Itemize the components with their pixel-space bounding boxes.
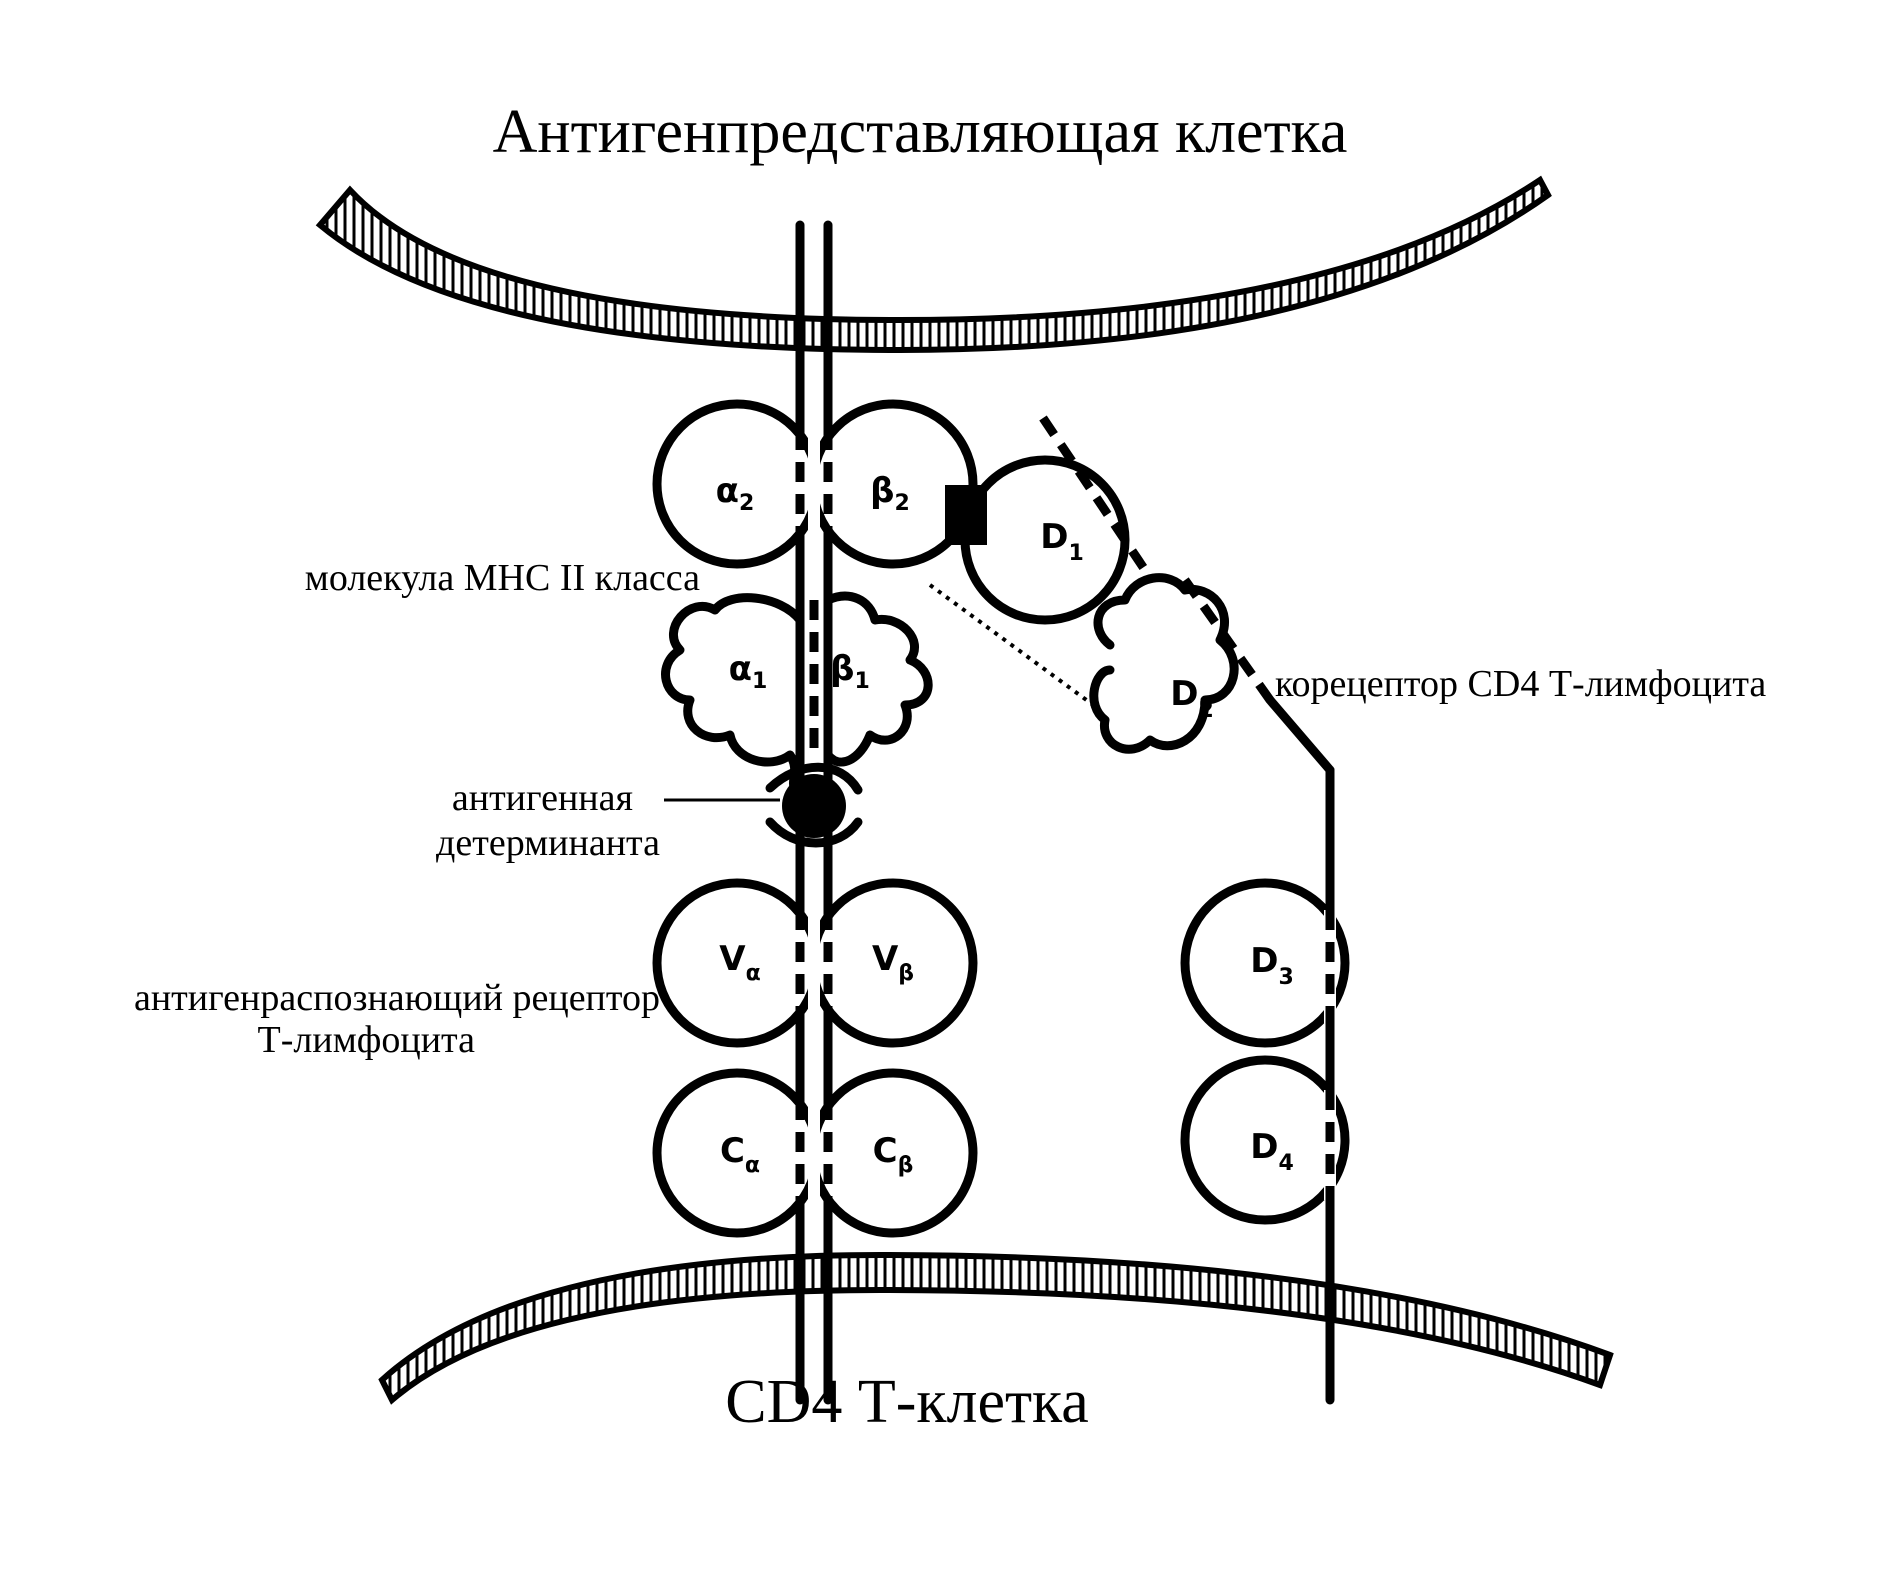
mhc-alpha1-domain — [661, 593, 805, 795]
apc-membrane — [315, 175, 1552, 354]
antigen-determinant — [664, 762, 863, 848]
cd4-mhc-contact — [945, 485, 987, 545]
label-d3: D3 — [1250, 941, 1294, 990]
label-d4: D4 — [1250, 1127, 1294, 1176]
label-d1: D1 — [1040, 517, 1084, 566]
label-tcr-line1: антигенраспознающий рецептор — [134, 977, 660, 1019]
label-antigen-line2: детерминанта — [436, 822, 660, 864]
label-coreceptor: корецептор CD4 Т-лимфоцита — [1275, 663, 1766, 705]
label-c-alpha: Cα — [720, 1131, 760, 1178]
label-beta2: β2 — [870, 471, 910, 516]
label-tcr-line2: Т-лимфоцита — [258, 1019, 476, 1061]
label-alpha2: α2 — [716, 471, 755, 516]
label-alpha1: α1 — [729, 649, 768, 694]
mhc-beta1-domain — [823, 591, 933, 767]
label-beta1: β1 — [830, 649, 870, 694]
cd4-coreceptor — [928, 415, 1350, 1405]
title: Антигенпредставляющая клетка — [493, 98, 1348, 166]
label-v-beta: Vβ — [872, 939, 914, 986]
label-antigen-line1: антигенная — [452, 777, 633, 819]
tcell-membrane — [378, 1251, 1614, 1405]
label-c-beta: Cβ — [873, 1131, 914, 1178]
label-d2: D2 — [1170, 674, 1214, 723]
label-v-alpha: Vα — [719, 939, 760, 986]
bottom-title: CD4 Т-клетка — [725, 1368, 1089, 1436]
label-mhc: молекула МНС II класса — [305, 557, 700, 599]
